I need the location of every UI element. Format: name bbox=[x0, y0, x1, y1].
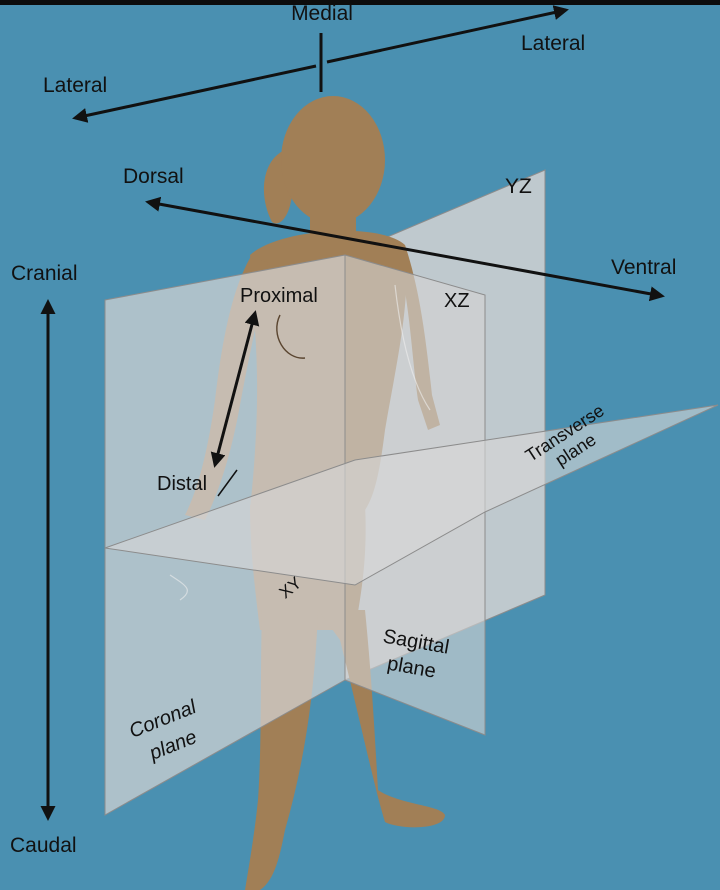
label-distal: Distal bbox=[157, 473, 207, 495]
lateral-right-arrow bbox=[326, 5, 569, 64]
lateral-left-arrow bbox=[72, 64, 317, 123]
figure-detail bbox=[276, 314, 306, 359]
top-band bbox=[0, 0, 720, 5]
label-ventral: Ventral bbox=[611, 256, 676, 279]
label-medial: Medial bbox=[291, 2, 353, 25]
dorsal-ventral-arrow bbox=[145, 196, 665, 302]
label-yz: YZ bbox=[505, 175, 532, 198]
label-cranial: Cranial bbox=[11, 262, 78, 285]
label-proximal: Proximal bbox=[240, 285, 318, 307]
transverse-plane bbox=[104, 404, 719, 586]
label-lateral-right: Lateral bbox=[521, 32, 585, 55]
label-caudal: Caudal bbox=[10, 834, 77, 857]
label-dorsal: Dorsal bbox=[123, 165, 184, 188]
label-xz: XZ bbox=[444, 290, 470, 312]
distal-pointer bbox=[217, 469, 238, 497]
label-lateral-left: Lateral bbox=[43, 74, 107, 97]
proximal-distal-arrow bbox=[210, 310, 260, 468]
